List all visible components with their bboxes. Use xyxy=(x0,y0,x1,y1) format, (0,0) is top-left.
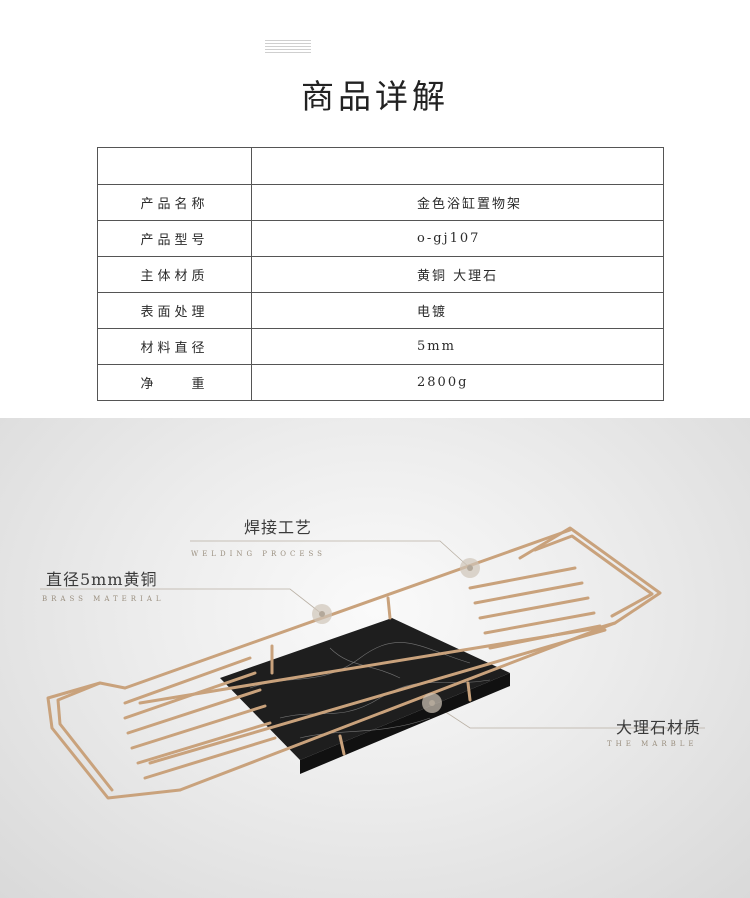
product-photo: 焊接工艺 WELDING PROCESS 直径5mm黄铜 BRASS MATER… xyxy=(0,418,750,898)
spec-value: o-gj107 xyxy=(251,220,664,257)
spec-key: 净 重 xyxy=(97,364,252,401)
detail-header-section: 商品详解 产品名称 金色浴缸置物架 产品型号 o-gj107 主体材质 黄铜 大… xyxy=(0,0,750,418)
brass-label-en: BRASS MATERIAL xyxy=(42,595,165,603)
spec-key: 表面处理 xyxy=(97,292,252,329)
table-row xyxy=(97,147,664,185)
table-row: 产品型号 o-gj107 xyxy=(97,220,664,257)
decorative-lines xyxy=(265,40,311,54)
table-row: 净 重 2800g xyxy=(97,364,664,401)
spec-key: 产品名称 xyxy=(97,184,252,221)
table-row: 主体材质 黄铜 大理石 xyxy=(97,256,664,293)
page-title: 商品详解 xyxy=(301,77,449,116)
spec-key: 主体材质 xyxy=(97,256,252,293)
spec-table: 产品名称 金色浴缸置物架 产品型号 o-gj107 主体材质 黄铜 大理石 表面… xyxy=(97,147,664,401)
bathtub-caddy-illustration xyxy=(40,526,705,800)
welding-label: 焊接工艺 xyxy=(244,518,313,537)
table-row: 材料直径 5mm xyxy=(97,328,664,365)
marble-label: 大理石材质 xyxy=(616,718,702,737)
table-row: 产品名称 金色浴缸置物架 xyxy=(97,184,664,221)
spec-value: 黄铜 大理石 xyxy=(251,256,664,293)
spec-key: 产品型号 xyxy=(97,220,252,257)
spec-key: 材料直径 xyxy=(97,328,252,365)
gold-frame xyxy=(46,526,662,800)
spec-value: 5mm xyxy=(251,328,664,365)
spec-value-cell xyxy=(251,147,664,185)
spec-value: 电镀 xyxy=(251,292,664,329)
welding-label-en: WELDING PROCESS xyxy=(191,550,326,558)
brass-label: 直径5mm黄铜 xyxy=(46,570,158,589)
spec-value: 2800g xyxy=(251,364,664,401)
marble-label-en: THE MARBLE xyxy=(607,740,698,748)
table-row: 表面处理 电镀 xyxy=(97,292,664,329)
spec-key-cell xyxy=(97,147,252,185)
marble-tray xyxy=(220,618,510,774)
spec-value: 金色浴缸置物架 xyxy=(251,184,664,221)
